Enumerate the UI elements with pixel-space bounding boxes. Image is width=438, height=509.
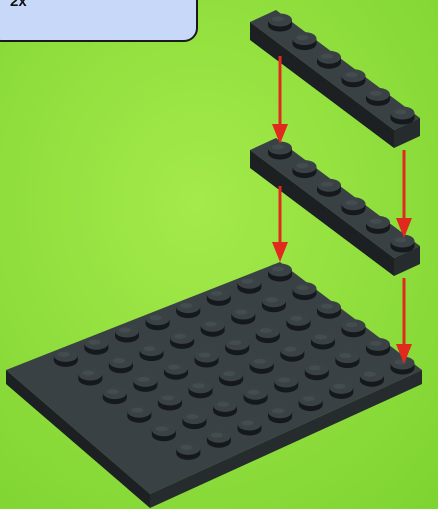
base-plate-stud [268,405,292,423]
plate-upper-stud [366,88,390,106]
base-plate-stud [335,350,359,368]
base-plate-stud [195,350,219,368]
base-plate-stud [201,319,225,337]
plate-upper-stud [317,51,341,69]
base-plate-stud [299,393,323,411]
plate-upper-stud [268,14,292,32]
base-plate-stud [238,418,262,436]
base-plate-stud [311,332,335,350]
quantity-callout: 2x [0,0,198,42]
plate-lower-stud [391,235,415,253]
base-plate-stud [103,386,127,404]
plate-lower-stud [293,160,317,178]
quantity-label: 2x [10,0,27,10]
base-plate-stud [182,411,206,429]
base-plate-stud [84,337,108,355]
base-plate-stud [109,355,133,373]
plate-lower-stud [366,216,390,234]
base-plate-stud [140,343,164,361]
base-plate-stud [237,276,261,294]
plate-upper-stud [342,69,366,87]
base-plate-stud [360,369,384,387]
base-plate-stud [219,368,243,386]
base-plate-stud [274,375,298,393]
base-plate-stud [262,294,286,312]
base-plate-stud [286,313,310,331]
base-plate-stud [176,300,200,318]
base-plate-stud [207,430,231,448]
base-plate-stud [317,301,341,319]
base-plate-stud [244,387,268,405]
base-plate-stud [329,381,353,399]
base-plate-stud [250,356,274,374]
base-plate-stud [268,264,292,282]
plate-upper-stud [293,32,317,50]
base-plate-stud [146,312,170,330]
base-plate-stud [158,393,182,411]
plate-lower-stud [317,179,341,197]
base-plate-stud [213,399,237,417]
base-plate-stud [127,405,151,423]
base-plate-stud [133,374,157,392]
base-plate-stud [305,362,329,380]
base-plate-stud [54,349,78,367]
base-plate-stud [189,380,213,398]
base-plate-stud [256,325,280,343]
base-plate-stud [225,337,249,355]
plate-lower-stud [342,197,366,215]
plate-upper-stud [391,107,415,125]
base-plate-stud [170,331,194,349]
base-plate-stud [207,288,231,306]
base-plate-stud [164,362,188,380]
base-plate-stud [293,282,317,300]
base-plate-stud [176,442,200,460]
base-plate-stud [342,319,366,337]
base-plate-stud [152,423,176,441]
base-plate-stud [115,325,139,343]
plate-lower-stud [268,142,292,160]
base-plate-stud [280,344,304,362]
base-plate-stud [78,368,102,386]
base-plate-stud [366,338,390,356]
base-plate-stud [231,307,255,325]
